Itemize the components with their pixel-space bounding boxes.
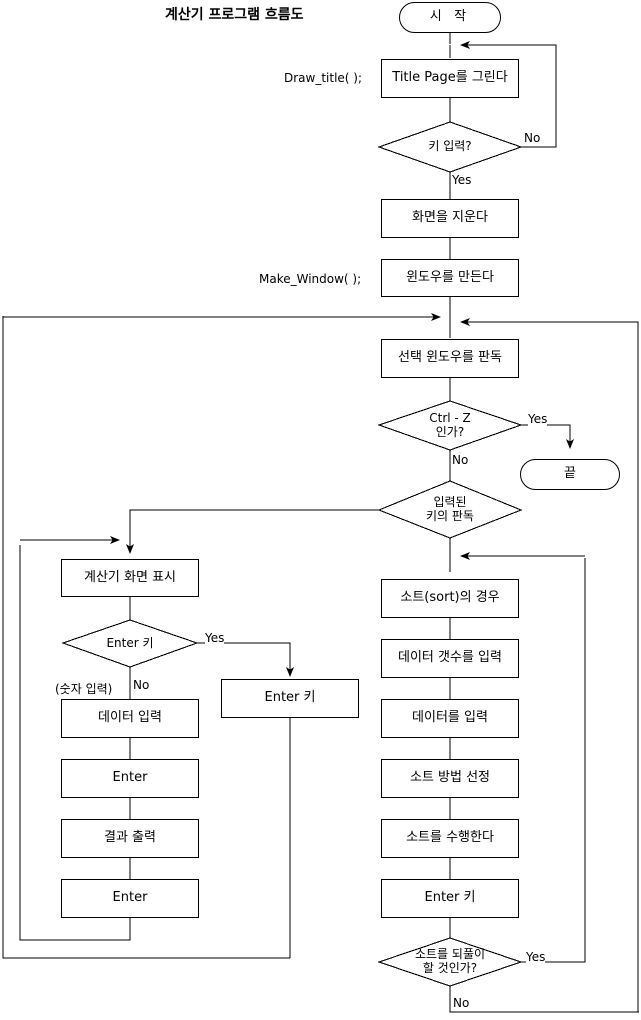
edge-label-enter-key-no: No	[133, 678, 150, 692]
decision-key-input[interactable]: 키 입력?	[379, 122, 521, 172]
node-clear-screen-label: 화면을 지운다	[412, 210, 488, 226]
node-calc-display-label: 계산기 화면 표시	[84, 569, 176, 585]
decision-ctrl-z-label-2: 인가?	[435, 424, 465, 439]
node-enter-2[interactable]: Enter	[61, 879, 199, 918]
node-input-data[interactable]: 데이터를 입력	[381, 699, 519, 738]
node-sort-case[interactable]: 소트(sort)의 경우	[381, 579, 519, 618]
edge-label-enter-key-yes: Yes	[205, 631, 225, 645]
node-result-output-label: 결과 출력	[104, 830, 156, 846]
node-enter-key-sort-label: Enter 키	[424, 890, 476, 906]
decision-ctrl-z[interactable]: Ctrl - Z 인가?	[379, 401, 521, 450]
decision-ctrl-z-label-1: Ctrl - Z	[429, 410, 471, 425]
node-enter-key-sort[interactable]: Enter 키	[381, 879, 519, 918]
edge-label-key-input-no: No	[524, 131, 541, 145]
node-draw-title[interactable]: Title Page를 그린다	[381, 59, 519, 98]
node-perform-sort-label: 소트를 수행한다	[406, 830, 494, 846]
decision-repeat-sort[interactable]: 소트를 되풀이 할 것인가?	[379, 938, 521, 986]
node-start[interactable]: 시 작	[399, 2, 501, 33]
decision-read-key[interactable]: 입력된 키의 판독	[379, 481, 521, 538]
node-data-input[interactable]: 데이터 입력	[61, 699, 199, 738]
decision-repeat-sort-label-1: 소트를 되풀이	[414, 947, 486, 962]
node-enter-key-box[interactable]: Enter 키	[221, 679, 359, 718]
node-input-data-count[interactable]: 데이터 갯수를 입력	[381, 639, 519, 678]
node-sort-case-label: 소트(sort)의 경우	[400, 590, 500, 606]
node-make-window[interactable]: 윈도우를 만든다	[381, 259, 519, 297]
decision-key-input-label: 키 입력?	[428, 139, 472, 154]
decision-repeat-sort-label-2: 할 것인가?	[422, 961, 478, 975]
decision-read-key-label-1: 입력된	[433, 494, 467, 509]
decision-read-key-label-2: 키의 판독	[426, 508, 474, 523]
node-result-output[interactable]: 결과 출력	[61, 819, 199, 858]
annotation-number-input: (숫자 입력)	[55, 682, 113, 696]
edge-label-key-input-yes: Yes	[452, 173, 472, 187]
node-read-selected-window-label: 선택 윈도우를 판독	[398, 350, 502, 366]
node-input-data-label: 데이터를 입력	[412, 710, 488, 726]
node-data-input-label: 데이터 입력	[98, 710, 162, 726]
node-perform-sort[interactable]: 소트를 수행한다	[381, 819, 519, 858]
node-enter-key-box-label: Enter 키	[264, 690, 316, 706]
decision-enter-key-label: Enter 키	[106, 635, 154, 650]
node-start-label: 시 작	[429, 9, 471, 25]
node-end-label: 끝	[564, 466, 576, 482]
node-end[interactable]: 끝	[520, 459, 620, 490]
node-enter-1[interactable]: Enter	[61, 759, 199, 798]
edge-label-ctrl-z-yes: Yes	[528, 412, 548, 426]
node-enter-1-label: Enter	[112, 770, 148, 786]
node-make-window-label: 윈도우를 만든다	[406, 269, 494, 285]
diagram-title: 계산기 프로그램 흐름도	[165, 7, 304, 23]
edge-label-repeat-sort-yes: Yes	[526, 950, 546, 964]
annotation-make-window-call: Make_Window( );	[259, 272, 362, 286]
node-select-sort-method-label: 소트 방법 선정	[409, 770, 491, 786]
annotation-draw-title-call: Draw_title( );	[284, 71, 363, 85]
edge-label-repeat-sort-no: No	[453, 996, 470, 1010]
node-enter-2-label: Enter	[112, 890, 148, 906]
node-read-selected-window[interactable]: 선택 윈도우를 판독	[381, 339, 519, 378]
node-clear-screen[interactable]: 화면을 지운다	[381, 199, 519, 238]
node-draw-title-label: Title Page를 그린다	[392, 70, 508, 86]
decision-enter-key[interactable]: Enter 키	[63, 620, 197, 667]
edge-label-ctrl-z-no: No	[452, 453, 469, 467]
node-input-data-count-label: 데이터 갯수를 입력	[398, 650, 502, 666]
node-calc-display[interactable]: 계산기 화면 표시	[61, 559, 199, 597]
node-select-sort-method[interactable]: 소트 방법 선정	[381, 759, 519, 798]
